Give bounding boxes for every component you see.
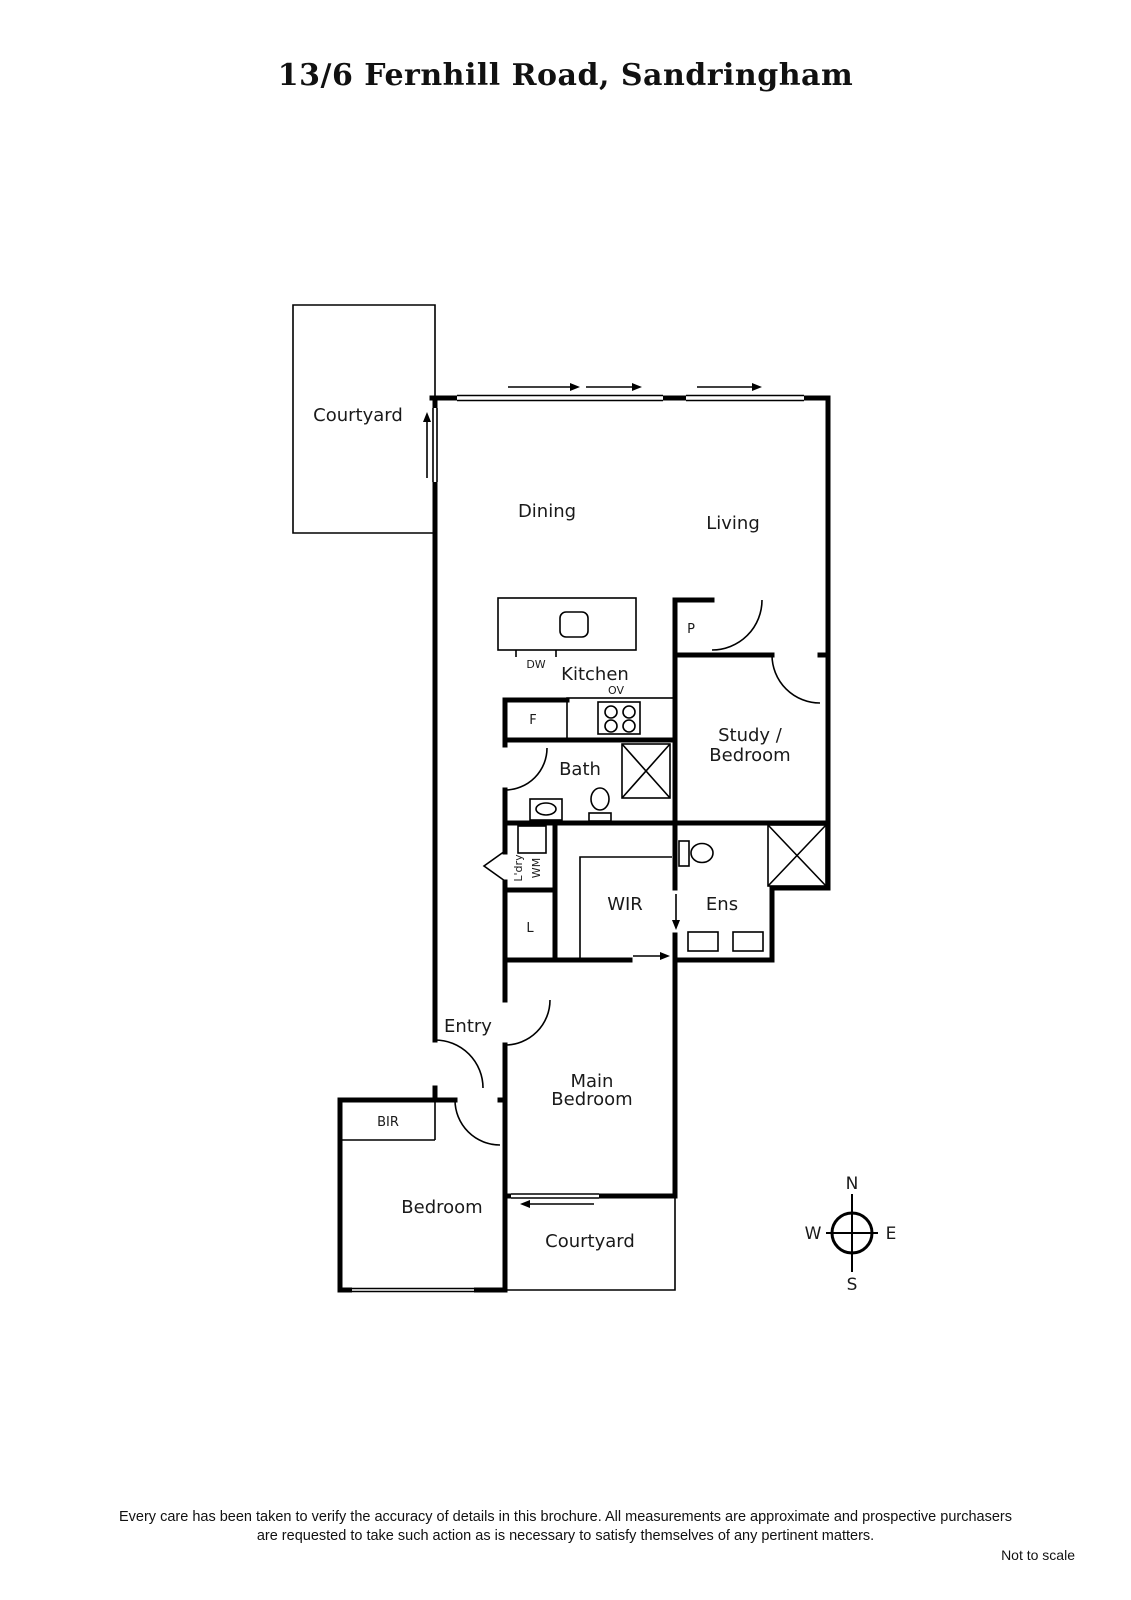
cooktop-icon <box>597 701 641 735</box>
room-label-entry: Entry <box>444 1016 492 1037</box>
window-arrows <box>423 383 762 1208</box>
window-arrow-icon <box>520 1200 594 1208</box>
kitchen-counter <box>566 697 676 741</box>
label-linen: L <box>526 921 534 936</box>
door-slide-arrow-icon <box>672 894 680 930</box>
window-arrow-icon <box>423 412 431 478</box>
compass-east: E <box>886 1224 897 1244</box>
main-bedroom-door-arc <box>504 999 551 1046</box>
entry-door-arc <box>434 1039 484 1089</box>
label-oven: OV <box>608 684 624 697</box>
fixtures <box>340 597 827 1141</box>
label-laundry: L'dry <box>512 854 525 882</box>
disclaimer-line2: are requested to take such action as is … <box>256 1527 875 1544</box>
wir-shelving <box>579 856 672 958</box>
label-backing <box>602 684 630 697</box>
label-bir: BIR <box>377 1115 399 1130</box>
window-arrow-icon <box>697 383 762 391</box>
room-label-wir: WIR <box>607 894 643 915</box>
built-in-robe <box>340 1100 436 1141</box>
washing-machine-icon <box>517 825 547 854</box>
room-label-dining: Dining <box>518 501 576 522</box>
bath-toilet-icon <box>588 787 612 822</box>
compass-icon: N S W E <box>805 1174 897 1295</box>
windows <box>352 393 804 1294</box>
label-fridge: F <box>529 713 536 728</box>
ensuite-shower-icon <box>767 824 827 887</box>
label-washing-machine: WM <box>530 858 543 878</box>
compass-north: N <box>846 1174 859 1194</box>
room-label-study-line2: Bedroom <box>709 745 790 766</box>
room-label-ensuite: Ens <box>706 894 738 915</box>
room-label-courtyard-top: Courtyard <box>313 405 403 426</box>
laundry-bifold-door <box>482 850 506 882</box>
bath-shower-icon <box>621 743 671 799</box>
pantry-door-arc <box>711 599 763 651</box>
door-slide-arrow-icon <box>633 952 670 960</box>
room-label-main-bedroom-line1: Main <box>571 1071 614 1092</box>
door-arcs <box>434 599 821 1146</box>
room-label-kitchen: Kitchen <box>561 664 629 685</box>
room-label-main-bedroom-line2: Bedroom <box>551 1089 632 1110</box>
kitchen-island <box>497 597 637 657</box>
bath-door-arc <box>504 747 548 791</box>
room-label-courtyard-bottom: Courtyard <box>545 1231 635 1252</box>
study-door-arc <box>771 654 821 704</box>
scale-note: Not to scale <box>1001 1547 1075 1563</box>
label-pantry: P <box>687 622 695 637</box>
room-label-study-line1: Study / <box>718 725 783 746</box>
page-title: 13/6 Fernhill Road, Sandringham <box>277 58 854 93</box>
label-dishwasher: DW <box>526 658 545 671</box>
courtyard-bottom-outline <box>505 1196 676 1291</box>
room-labels: Courtyard Dining Living Kitchen Study / … <box>313 405 791 1252</box>
room-label-living: Living <box>706 513 760 534</box>
bedroom-door-arc <box>454 1099 501 1146</box>
disclaimer: Every care has been taken to verify the … <box>0 1508 1131 1545</box>
ensuite-vanity-icon <box>687 931 764 952</box>
compass-south: S <box>847 1275 858 1295</box>
ensuite-toilet-icon <box>678 840 714 867</box>
window-arrow-icon <box>586 383 642 391</box>
disclaimer-line1: Every care has been taken to verify the … <box>118 1509 1012 1525</box>
room-label-bedroom: Bedroom <box>401 1197 482 1218</box>
room-label-bath: Bath <box>559 759 601 780</box>
window-arrow-icon <box>508 383 580 391</box>
compass-west: W <box>805 1224 822 1244</box>
bath-basin-icon <box>529 798 563 821</box>
